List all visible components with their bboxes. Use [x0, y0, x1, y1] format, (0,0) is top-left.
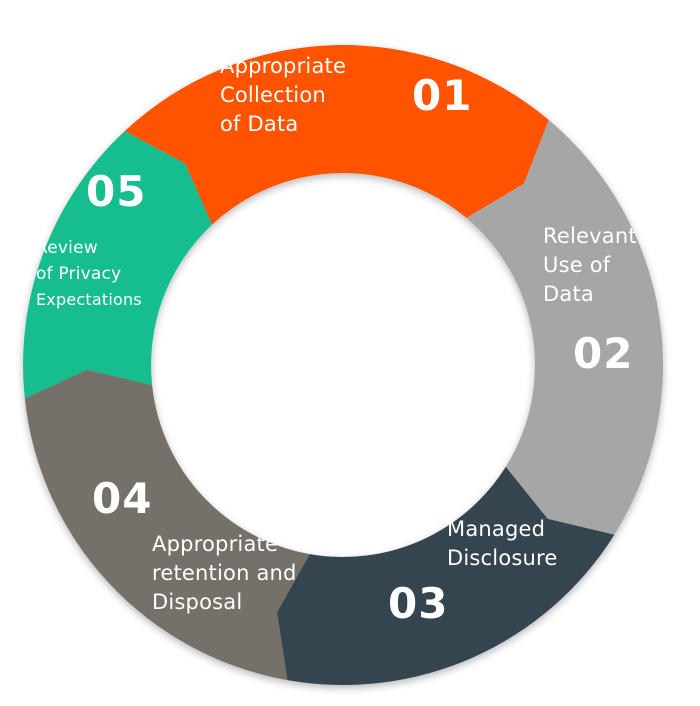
- segment-3-label: Managed Disclosure: [447, 517, 558, 570]
- segment-3-shape: [277, 466, 615, 685]
- segment-4-label: Appropriate retention and Disposal: [152, 532, 297, 614]
- segment-4-shape: [24, 369, 310, 681]
- segment-5-shape: [23, 131, 213, 399]
- segment-2-number: 02: [573, 329, 634, 378]
- segment-1-label: Appropriate Collection of Data: [220, 54, 347, 136]
- segment-1-shape: [124, 45, 549, 225]
- segment-2-shape: [466, 119, 664, 535]
- segment-3-number: 03: [388, 579, 449, 628]
- segment-1-number: 01: [412, 71, 473, 120]
- segment-2-label: Relevant Use of Data: [543, 224, 637, 306]
- segment-4-number: 04: [92, 474, 153, 523]
- segment-5-number: 05: [86, 167, 147, 216]
- segment-5-label: Review of Privacy Expectations: [36, 238, 142, 309]
